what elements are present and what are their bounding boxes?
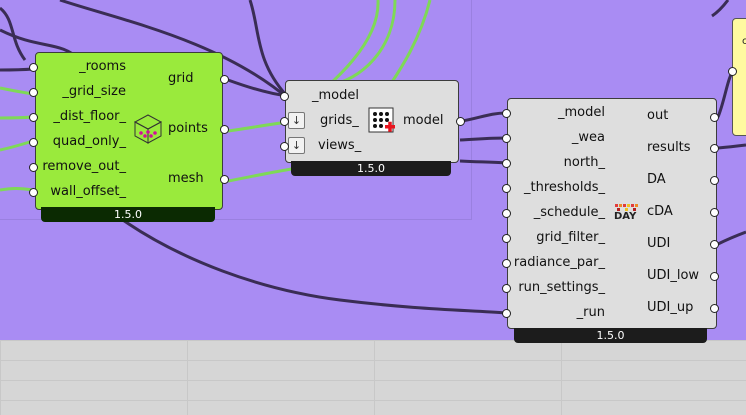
port-in-4[interactable]: [502, 209, 511, 218]
port-grids-in[interactable]: [280, 117, 289, 126]
port-wall-offset[interactable]: [29, 188, 38, 197]
input-views[interactable]: views_: [318, 138, 362, 153]
input-wall-offset[interactable]: wall_offset_: [50, 184, 126, 199]
output-udi[interactable]: UDI: [647, 236, 671, 251]
add-to-model-icon: [368, 107, 395, 133]
input-grids[interactable]: grids_: [320, 113, 359, 128]
port-out-6[interactable]: [710, 304, 719, 313]
input-radiance-par[interactable]: radiance_par_: [513, 255, 605, 270]
input-schedule[interactable]: _schedule_: [533, 205, 605, 220]
port-quad-only[interactable]: [29, 138, 38, 147]
output-da[interactable]: DA: [647, 172, 666, 187]
port-out-5[interactable]: [710, 272, 719, 281]
port-points-out[interactable]: [220, 125, 229, 134]
port-in-5[interactable]: [502, 234, 511, 243]
input-run[interactable]: _run: [576, 305, 605, 320]
annual-daylight-component[interactable]: [507, 98, 717, 329]
output-out[interactable]: out: [647, 108, 669, 123]
wire: [717, 143, 746, 150]
grid-points-cube-icon: [133, 114, 163, 144]
output-cda[interactable]: cDA: [647, 204, 673, 219]
wire: [717, 230, 746, 246]
side-panel-text: cD: [742, 36, 746, 47]
port-in-6[interactable]: [502, 259, 511, 268]
side-panel[interactable]: cD: [732, 18, 746, 136]
wire: [711, 0, 730, 18]
wire: [0, 67, 34, 72]
wire: [0, 6, 27, 61]
port-views-in[interactable]: [280, 142, 289, 151]
wire: [388, 0, 432, 86]
input-run-settings[interactable]: run_settings_: [518, 280, 605, 295]
output-udi-low[interactable]: UDI_low: [647, 268, 700, 283]
output-results[interactable]: results: [647, 140, 691, 155]
down-arrow-icon[interactable]: ↓: [288, 137, 305, 154]
port-rooms[interactable]: [29, 63, 38, 72]
input-quad-only[interactable]: quad_only_: [52, 134, 126, 149]
port-in-1[interactable]: [502, 134, 511, 143]
wire: [0, 187, 34, 192]
port-in-7[interactable]: [502, 284, 511, 293]
port-out-1[interactable]: [710, 144, 719, 153]
port-out-0[interactable]: [710, 113, 719, 122]
port-remove-out[interactable]: [29, 163, 38, 172]
port-grid-size[interactable]: [29, 88, 38, 97]
output-points[interactable]: points: [168, 121, 208, 136]
wire: [227, 120, 289, 133]
port-model-in[interactable]: [280, 92, 289, 101]
port-dist-floor[interactable]: [29, 113, 38, 122]
wire: [59, 0, 291, 102]
input-model[interactable]: _model: [558, 105, 605, 120]
port-mesh-out[interactable]: [220, 175, 229, 184]
input-rooms[interactable]: _rooms: [79, 59, 126, 74]
port-panel-in[interactable]: [728, 67, 737, 76]
icon-text: DAY: [614, 211, 637, 222]
wire: [459, 136, 507, 142]
port-out-2[interactable]: [710, 176, 719, 185]
daylight-component-version: 1.5.0: [514, 328, 707, 343]
port-in-2[interactable]: [502, 159, 511, 168]
annual-daylight-icon: DAY: [613, 202, 641, 226]
input-north[interactable]: north_: [563, 155, 605, 170]
wire: [459, 159, 507, 165]
input-model[interactable]: _model: [312, 88, 359, 103]
output-mesh[interactable]: mesh: [168, 171, 204, 186]
port-out-3[interactable]: [710, 208, 719, 217]
port-out-4[interactable]: [710, 240, 719, 249]
port-grid-out[interactable]: [220, 75, 229, 84]
output-model[interactable]: model: [403, 113, 444, 128]
wire: [119, 216, 507, 315]
port-in-3[interactable]: [502, 184, 511, 193]
model-component-version: 1.5.0: [291, 161, 451, 176]
output-udi-up[interactable]: UDI_up: [647, 300, 694, 315]
input-thresholds[interactable]: _thresholds_: [524, 180, 605, 195]
input-grid-filter[interactable]: grid_filter_: [536, 230, 605, 245]
wire: [248, 0, 288, 96]
port-model-out[interactable]: [456, 117, 465, 126]
input-grid-size[interactable]: _grid_size: [62, 84, 126, 99]
wire: [329, 0, 397, 87]
output-grid[interactable]: grid: [168, 71, 194, 86]
input-wea[interactable]: _wea: [571, 130, 605, 145]
input-dist-floor[interactable]: _dist_floor_: [53, 109, 126, 124]
input-remove-out[interactable]: remove_out_: [42, 159, 126, 174]
grid-component-version: 1.5.0: [41, 207, 215, 222]
port-in-8[interactable]: [502, 309, 511, 318]
canvas-grid: [0, 340, 746, 415]
group-outline: [0, 0, 472, 220]
down-arrow-icon[interactable]: ↓: [288, 112, 305, 129]
wire: [461, 111, 507, 123]
port-in-0[interactable]: [502, 109, 511, 118]
